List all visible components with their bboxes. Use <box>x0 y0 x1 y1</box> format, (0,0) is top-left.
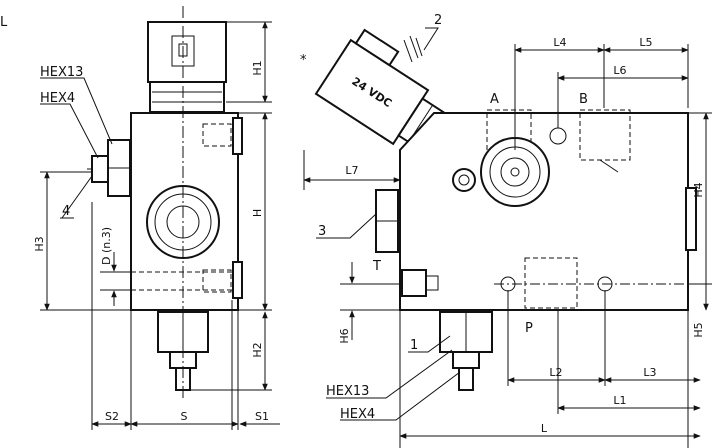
dim-l4: L4 <box>553 36 566 49</box>
dim-h4: H4 <box>692 182 705 197</box>
dim-s1: S1 <box>255 410 269 423</box>
dim-h2: H2 <box>251 342 264 357</box>
port-a-label: A <box>490 92 499 107</box>
dim-d: D (n.3) <box>100 227 113 265</box>
hex13-left-label: HEX13 <box>40 65 83 80</box>
hex4-left-label: HEX4 <box>40 91 75 106</box>
item-2-label: 2 <box>434 13 442 28</box>
port-b-label: B <box>579 92 588 107</box>
dim-l: L <box>541 422 548 435</box>
dim-l2: L2 <box>549 366 562 379</box>
dim-l6: L6 <box>613 64 626 77</box>
valve-body-front <box>399 112 689 311</box>
port-p-label: P <box>525 321 533 336</box>
dim-h3: H3 <box>33 236 46 251</box>
hex4-left-side <box>91 155 109 183</box>
item-3-label: 3 <box>318 224 326 239</box>
dim-h: H <box>251 209 264 217</box>
hex4-right-label: HEX4 <box>340 407 375 422</box>
front-view: 24 VDC <box>303 27 712 448</box>
dim-l1: L1 <box>613 394 626 407</box>
corner-label: L <box>0 15 8 30</box>
dim-s2: S2 <box>105 410 119 423</box>
port-p-bore <box>524 257 578 309</box>
item-4-label: 4 <box>62 204 70 219</box>
dim-l3: L3 <box>643 366 656 379</box>
side-view <box>40 6 280 430</box>
dim-h6: H6 <box>338 328 351 343</box>
dim-l5: L5 <box>639 36 652 49</box>
hex13-right-label: HEX13 <box>326 384 369 399</box>
item-1-label: 1 <box>410 338 418 353</box>
port-b-bore <box>579 109 631 161</box>
dim-h1: H1 <box>251 60 264 75</box>
port-t-label: T <box>372 259 381 274</box>
coil-nut <box>149 81 225 113</box>
dim-l7: L7 <box>345 164 358 177</box>
dim-h5: H5 <box>692 322 705 337</box>
asterisk-mark: * <box>300 53 307 68</box>
dim-s: S <box>181 410 188 423</box>
